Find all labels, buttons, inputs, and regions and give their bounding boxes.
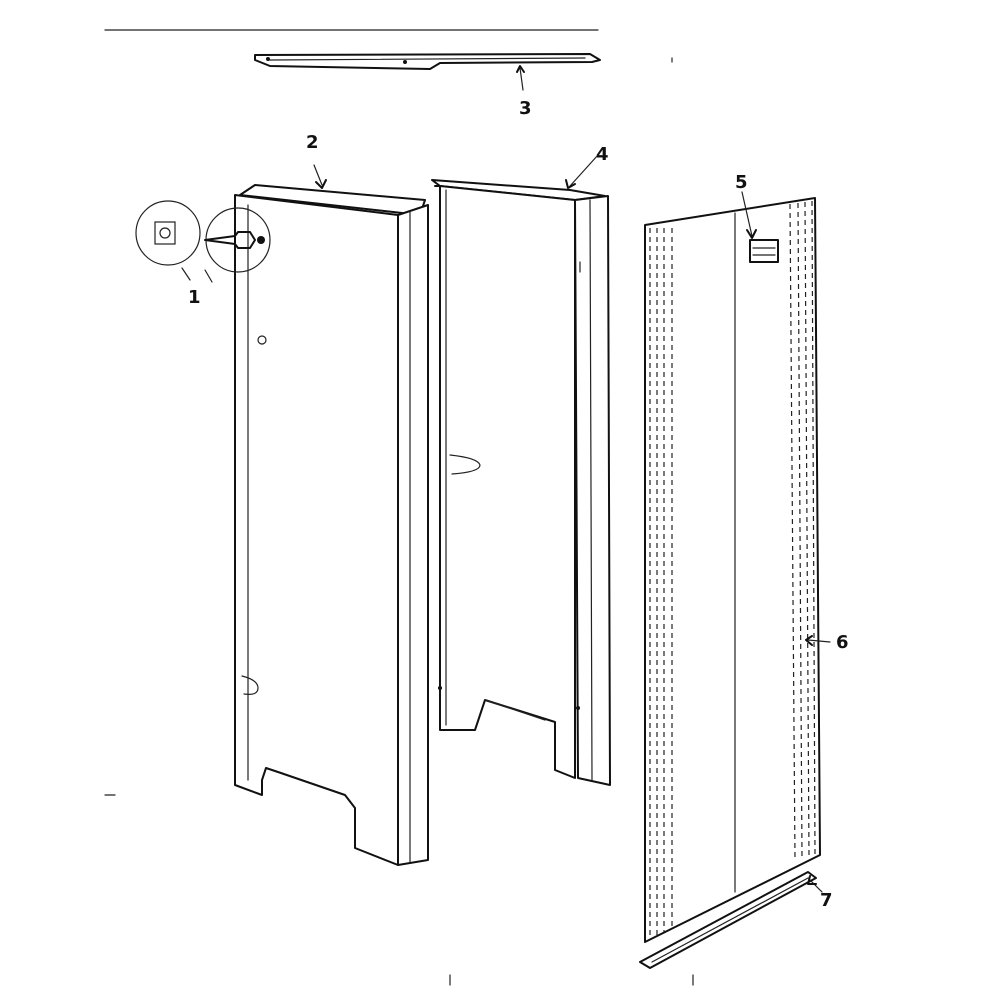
callout-1: 1 <box>188 287 201 308</box>
border-marks <box>104 29 694 986</box>
callout-2: 2 <box>306 132 319 153</box>
top-rail-part <box>254 53 601 91</box>
callout-6: 6 <box>836 632 849 653</box>
fastener-detail-part <box>135 200 271 283</box>
callout-7: 7 <box>820 890 833 911</box>
callout-3: 3 <box>519 98 532 119</box>
label-plate-part <box>741 191 779 263</box>
callout-4: 4 <box>596 144 609 165</box>
right-side-panel-part <box>644 197 831 943</box>
left-side-panel-part <box>234 164 429 866</box>
callout-5: 5 <box>735 172 748 193</box>
rear-panel-part <box>431 154 611 786</box>
bottom-rail-part <box>639 871 823 969</box>
